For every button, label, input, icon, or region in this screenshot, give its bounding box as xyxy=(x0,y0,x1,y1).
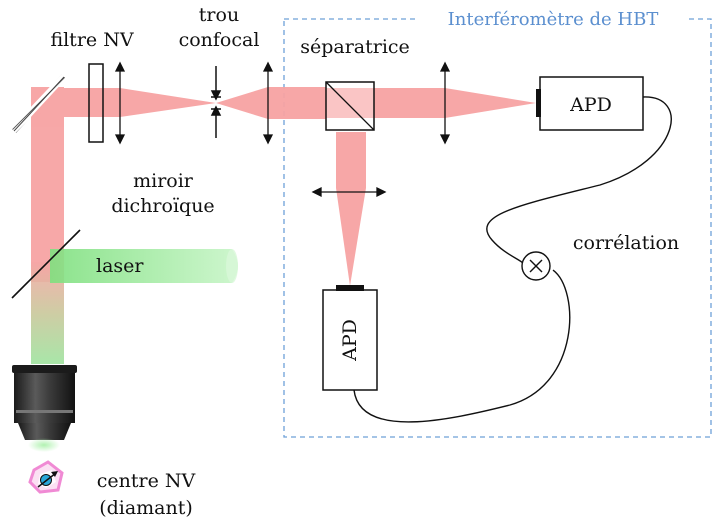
confocal-pinhole xyxy=(210,66,222,138)
pinhole-label-1: trou xyxy=(199,4,239,26)
cable-bottom-apd xyxy=(353,269,571,423)
interferometer-title: Interféromètre de HBT xyxy=(448,9,659,30)
lens-1 xyxy=(114,61,126,145)
cable-right-apd xyxy=(486,96,672,266)
pinhole-label-2: confocal xyxy=(179,29,260,51)
dichroic-mirror xyxy=(11,229,81,299)
hatched-mirror-icon xyxy=(11,74,66,133)
center-label-2: (diamant) xyxy=(99,497,193,519)
beam-splitter xyxy=(325,81,375,131)
filter-label: filtre NV xyxy=(50,29,133,51)
objective xyxy=(12,365,77,452)
dichroic-label-1: miroir xyxy=(133,170,194,192)
laser-label: laser xyxy=(96,255,144,277)
dichroic-label-2: dichroïque xyxy=(111,195,214,217)
apd-bottom-label: APD xyxy=(339,319,361,362)
lens-3 xyxy=(439,61,451,145)
fluorescence-beam xyxy=(31,87,536,286)
beamsplitter-label: séparatrice xyxy=(300,36,410,58)
multiply-circle-icon xyxy=(521,251,551,281)
lens-2 xyxy=(262,61,274,145)
lens-4 xyxy=(311,186,387,198)
apd-right-label: APD xyxy=(569,94,612,116)
interferometer-box xyxy=(283,18,712,438)
nv-filter xyxy=(88,63,104,143)
diamond-nv-center xyxy=(28,460,64,494)
apd-right xyxy=(536,76,644,131)
apd-bottom xyxy=(322,285,378,391)
center-label-1: centre NV xyxy=(97,470,196,492)
laser-beam xyxy=(50,249,238,283)
correlation-label: corrélation xyxy=(573,232,679,254)
